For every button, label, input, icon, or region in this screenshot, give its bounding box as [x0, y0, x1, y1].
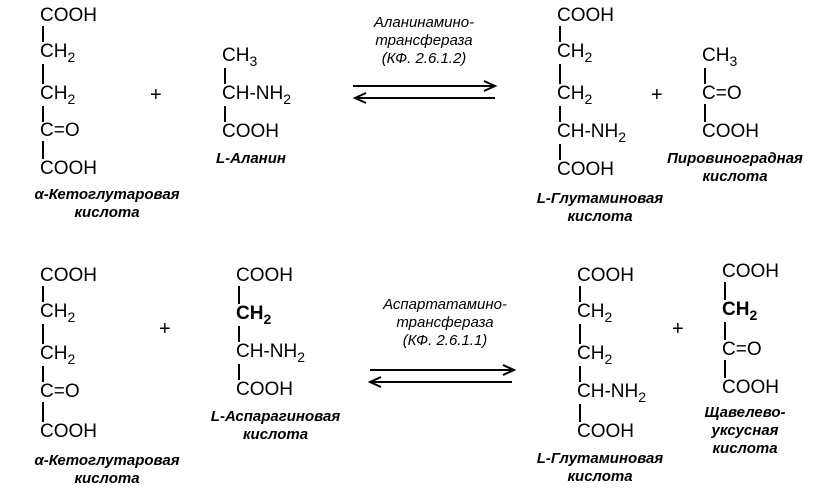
group-carbonyl: C=O	[40, 381, 80, 402]
group-ch3: CH3	[702, 45, 738, 70]
bond	[238, 326, 240, 342]
group-carbonyl: C=O	[702, 83, 742, 104]
group-ch2: CH2	[557, 41, 593, 66]
plus-sign: +	[159, 318, 171, 340]
group-cooh: COOH	[722, 377, 779, 398]
bond	[559, 26, 561, 42]
plus-sign: +	[150, 84, 162, 106]
bond	[42, 106, 44, 122]
bond	[724, 322, 726, 340]
group-cooh: COOH	[577, 421, 634, 442]
group-ch2: CH2	[557, 83, 593, 108]
group-ch2: CH2	[40, 83, 76, 108]
group-ch-nh2: CH-NH2	[236, 341, 306, 366]
group-ch2: CH2	[40, 301, 76, 326]
group-ch2: CH2	[236, 303, 272, 328]
bond	[579, 324, 581, 344]
group-carbonyl: C=O	[40, 120, 80, 141]
group-ch2: CH2	[722, 299, 758, 324]
bond	[42, 402, 44, 422]
group-cooh: COOH	[40, 265, 97, 286]
group-cooh: COOH	[236, 379, 293, 400]
group-cooh: COOH	[557, 159, 614, 180]
group-cooh: COOH	[40, 5, 97, 26]
bond	[704, 68, 706, 84]
group-ch-nh2: CH-NH2	[557, 121, 627, 146]
group-cooh: COOH	[557, 5, 614, 26]
bond	[42, 286, 44, 302]
group-cooh: COOH	[40, 421, 97, 442]
bond	[559, 144, 561, 160]
equilibrium-arrows-2	[367, 364, 517, 388]
bond	[559, 106, 561, 122]
bond	[238, 286, 240, 304]
plus-sign: +	[672, 318, 684, 340]
group-cooh: COOH	[577, 265, 634, 286]
group-cooh: COOH	[722, 261, 779, 282]
bond	[559, 64, 561, 84]
enzyme-alanine-aminotransferase: Аланинамино-трансфераза(КФ. 2.6.1.2)	[373, 14, 475, 67]
group-ch3: CH3	[222, 45, 258, 70]
group-carbonyl: C=O	[722, 339, 762, 360]
bond	[224, 68, 226, 84]
bond	[579, 286, 581, 302]
bond	[42, 324, 44, 344]
bond	[42, 64, 44, 84]
bond	[238, 364, 240, 380]
bond	[42, 26, 44, 42]
group-ch2: CH2	[40, 41, 76, 66]
label-l-alanine: L-Аланин	[216, 150, 286, 167]
group-ch-nh2: CH-NH2	[222, 83, 292, 108]
group-cooh: COOH	[702, 121, 759, 142]
group-cooh: COOH	[236, 265, 293, 286]
bond	[579, 366, 581, 382]
bond	[724, 360, 726, 378]
bond	[579, 404, 581, 422]
bond	[724, 282, 726, 300]
bond	[224, 106, 226, 122]
group-ch2: CH2	[40, 343, 76, 368]
equilibrium-arrows-1	[352, 80, 498, 104]
group-cooh: COOH	[222, 121, 279, 142]
group-ch2: CH2	[577, 343, 613, 368]
plus-sign: +	[651, 84, 663, 106]
bond	[704, 104, 706, 122]
bond	[42, 366, 44, 382]
group-ch-nh2: CH-NH2	[577, 381, 647, 406]
group-cooh: COOH	[40, 158, 97, 179]
bond	[42, 141, 44, 159]
enzyme-aspartate-aminotransferase: Аспартатамино-трансфераза(КФ. 2.6.1.1)	[383, 296, 507, 349]
group-ch2: CH2	[577, 301, 613, 326]
